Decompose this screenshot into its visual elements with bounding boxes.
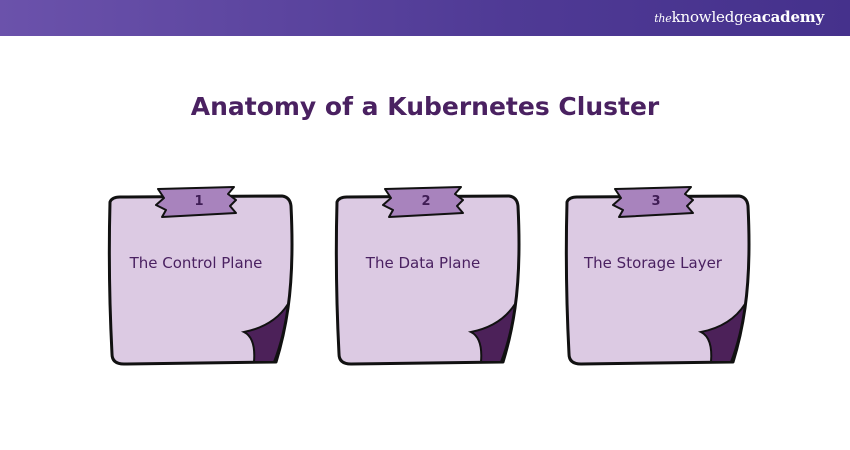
cluster-component-card: 2 The Data Plane — [333, 186, 523, 366]
cluster-component-card: 1 The Control Plane — [106, 186, 296, 366]
card-number: 3 — [651, 194, 661, 209]
note-paper-icon — [107, 186, 294, 366]
note-paper-icon — [564, 186, 751, 366]
card-label: The Control Plane — [129, 254, 263, 272]
card-number: 2 — [421, 194, 431, 209]
brand-logo[interactable]: theknowledgeacademy — [654, 8, 824, 26]
page-title: Anatomy of a Kubernetes Cluster — [190, 92, 660, 121]
logo-the: the — [654, 12, 672, 25]
logo-academy: academy — [752, 8, 824, 26]
card-label: The Data Plane — [365, 254, 481, 272]
card-label: The Storage Layer — [584, 254, 722, 272]
logo-knowledge: knowledge — [671, 8, 753, 26]
header-bar: theknowledgeacademy — [0, 0, 850, 36]
cluster-component-card: 3 The Storage Layer — [563, 186, 753, 366]
card-number: 1 — [194, 194, 204, 209]
note-paper-icon — [334, 186, 521, 366]
